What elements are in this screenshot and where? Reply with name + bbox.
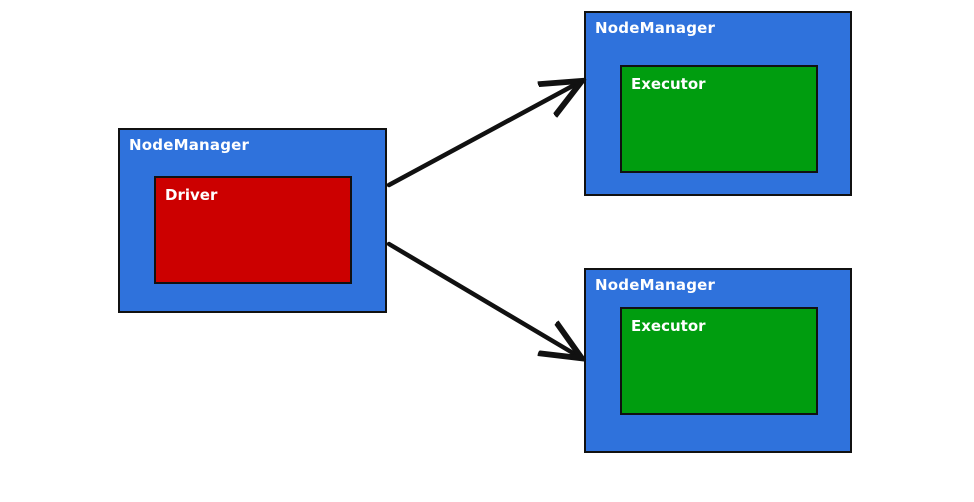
node-manager-label: NodeManager <box>595 276 716 294</box>
executor-label: Executor <box>631 75 706 93</box>
driver-node-manager: NodeManager Driver <box>118 128 387 313</box>
executor-label: Executor <box>631 317 706 335</box>
executor-node-manager-top: NodeManager Executor <box>584 11 852 196</box>
driver-box: Driver <box>154 176 352 284</box>
node-manager-label: NodeManager <box>595 19 716 37</box>
arrow-driver-to-executor-bottom <box>386 241 578 356</box>
driver-label: Driver <box>165 186 218 204</box>
executor-box-bottom: Executor <box>620 307 818 415</box>
executor-box-top: Executor <box>620 65 818 173</box>
arrow-driver-to-executor-top <box>386 83 578 188</box>
executor-node-manager-bottom: NodeManager Executor <box>584 268 852 453</box>
node-manager-label: NodeManager <box>129 136 250 154</box>
